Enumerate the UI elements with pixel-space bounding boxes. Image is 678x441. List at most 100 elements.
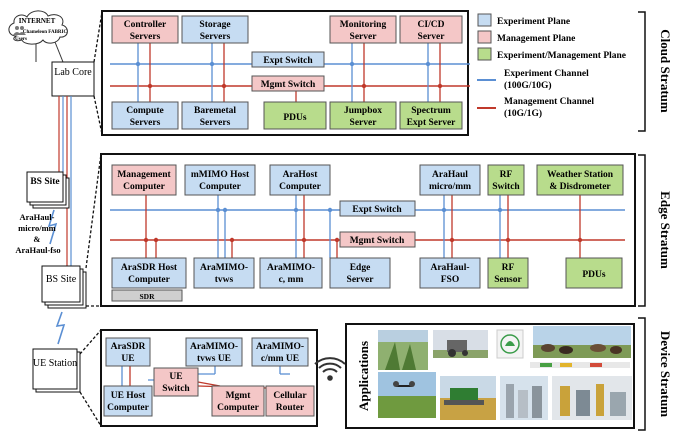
sdr-box bbox=[111, 289, 183, 302]
internet-cloud: INTERNET Users Chameleon FABRIC bbox=[8, 10, 68, 45]
rf-switch bbox=[487, 164, 525, 196]
users-label: Users bbox=[15, 37, 27, 42]
svg-text:AraMIMO-c, mm: AraMIMO-c, mm bbox=[267, 263, 315, 285]
baremetal-servers bbox=[181, 101, 249, 130]
svg-text:SDR: SDR bbox=[139, 292, 155, 301]
edge-pdus bbox=[565, 257, 623, 289]
photo-soil-sensor-logo bbox=[496, 329, 524, 359]
svg-text:Experiment Channel(100G/10G): Experiment Channel(100G/10G) bbox=[504, 69, 589, 91]
photo-industrial-plant bbox=[500, 376, 548, 420]
photo-combine-harvester bbox=[440, 376, 496, 420]
backhaul-label-4: AraHaul-fso bbox=[15, 245, 60, 255]
photo-tractor bbox=[433, 330, 488, 358]
legend-swatch-management bbox=[477, 30, 492, 44]
aramimo-c-mm bbox=[259, 257, 323, 289]
arahost-computer bbox=[269, 164, 331, 196]
wireless-access-icon bbox=[55, 311, 66, 345]
aramimo-tvws bbox=[193, 257, 255, 289]
edge-mgmt-switch bbox=[339, 231, 416, 248]
compute-servers bbox=[111, 101, 179, 130]
ue-switch bbox=[153, 367, 199, 397]
svg-text:AraHaul- micro/mm &: AraHaul- micro/mm & AraHaul-fso bbox=[15, 212, 60, 255]
svg-text:UE Station: UE Station bbox=[33, 358, 77, 369]
svg-text:BS Site: BS Site bbox=[30, 177, 59, 187]
arasdr-ue bbox=[105, 337, 151, 367]
svg-text:AraHaul-FSO: AraHaul-FSO bbox=[430, 263, 469, 285]
backhaul-label-1: AraHaul- bbox=[19, 212, 54, 222]
aramimo-cmm-ue bbox=[251, 337, 309, 367]
legend-swatch-both bbox=[477, 47, 492, 61]
lab-core-label: Lab Core bbox=[54, 67, 92, 78]
zoom-line bbox=[79, 391, 102, 427]
fabric-link bbox=[54, 41, 64, 63]
chameleon-fabric-label: Chameleon FABRIC bbox=[23, 30, 68, 35]
spectrum-expt-server bbox=[399, 101, 463, 130]
svg-text:Weather Station& Disdrometer: Weather Station& Disdrometer bbox=[547, 170, 614, 192]
ue-host-computer bbox=[103, 385, 153, 417]
cicd-server bbox=[399, 15, 463, 44]
svg-text:Experiment Plane: Experiment Plane bbox=[497, 17, 570, 27]
svg-text:PDUs: PDUs bbox=[283, 113, 307, 123]
wifi-icon bbox=[314, 357, 346, 381]
device-stratum-label: Device Stratum bbox=[658, 331, 673, 417]
edge-server bbox=[329, 257, 391, 289]
svg-text:Experiment/Management Plane: Experiment/Management Plane bbox=[497, 51, 626, 61]
mmimo-host-computer bbox=[184, 164, 256, 196]
arasdr-host-computer bbox=[111, 257, 187, 289]
jumpbox-server bbox=[329, 101, 397, 130]
bs-site-main-label: BS Site bbox=[46, 274, 77, 285]
zoom-line bbox=[93, 95, 103, 135]
svg-text:PDUs: PDUs bbox=[582, 270, 606, 280]
arahaul-fso bbox=[419, 257, 481, 289]
device-mgmt-computer bbox=[211, 385, 265, 417]
svg-text:Expt Switch: Expt Switch bbox=[352, 205, 402, 215]
legend: Experiment Plane Management Plane Experi… bbox=[477, 13, 626, 119]
backhaul-label-2: micro/mm bbox=[18, 223, 56, 233]
applications-label: Applications bbox=[356, 341, 371, 411]
internet-label: INTERNET bbox=[19, 17, 56, 25]
arahaul-micro-mm bbox=[419, 164, 481, 196]
ue-station: UE Station bbox=[32, 348, 81, 393]
rf-sensor bbox=[487, 257, 529, 289]
zoom-line bbox=[85, 153, 102, 269]
svg-text:AraMIMO-c/mm UE: AraMIMO-c/mm UE bbox=[256, 342, 304, 364]
bs-site-top: BS Site bbox=[26, 171, 70, 209]
svg-text:AraMIMO-tvws UE: AraMIMO-tvws UE bbox=[190, 342, 238, 364]
backhaul-label-3: & bbox=[33, 234, 40, 244]
edge-expt-switch bbox=[339, 200, 416, 217]
svg-text:BS Site: BS Site bbox=[46, 274, 77, 285]
photo-cattle-field bbox=[530, 326, 631, 368]
photo-ag-facility bbox=[552, 376, 632, 420]
svg-text:Mgmt Switch: Mgmt Switch bbox=[350, 236, 405, 246]
bs-site-top-label: BS Site bbox=[30, 177, 59, 187]
svg-text:Management Channel(10G/1G): Management Channel(10G/1G) bbox=[504, 97, 594, 119]
cloud-mgmt-switch bbox=[251, 75, 325, 92]
lab-core-box bbox=[51, 61, 95, 97]
bs-site-main: BS Site bbox=[41, 265, 87, 309]
svg-text:Lab Core: Lab Core bbox=[54, 67, 92, 78]
svg-text:Mgmt Switch: Mgmt Switch bbox=[261, 80, 316, 90]
edge-stratum-label: Edge Stratum bbox=[658, 191, 673, 269]
cloud-stratum-label: Cloud Stratum bbox=[658, 29, 673, 113]
cellular-router bbox=[265, 385, 315, 417]
svg-text:Expt Switch: Expt Switch bbox=[263, 56, 313, 66]
svg-text:Management Plane: Management Plane bbox=[497, 34, 575, 44]
stratum-brackets bbox=[638, 11, 646, 431]
